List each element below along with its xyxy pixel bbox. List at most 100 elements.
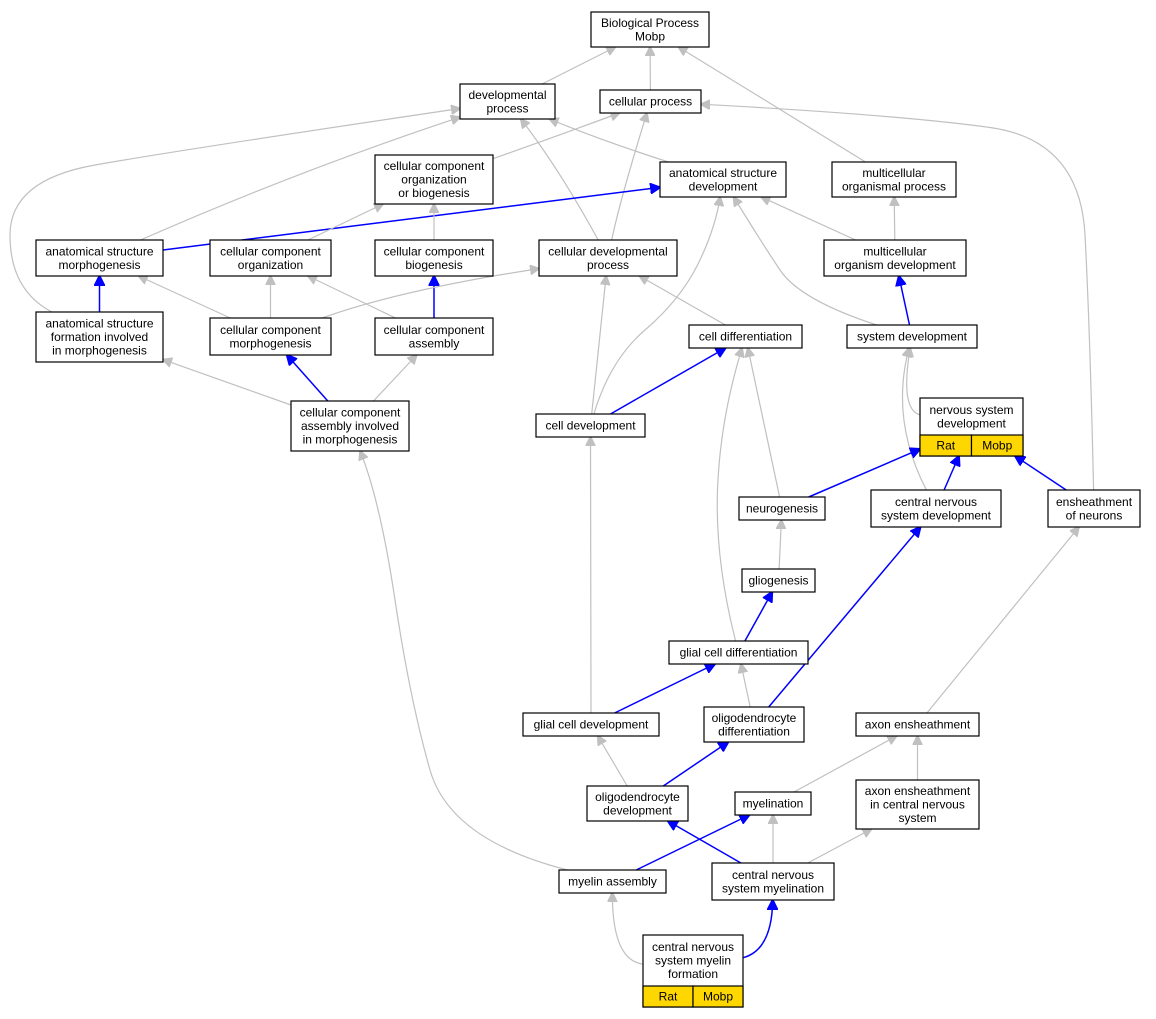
node-label: ensheathment	[1056, 495, 1133, 509]
node-box	[703, 706, 805, 743]
node-box	[741, 568, 816, 593]
term-node-gcdiff[interactable]: glial cell differentiation	[668, 640, 809, 665]
node-label: central nervous	[895, 495, 977, 509]
node-label: organization	[238, 258, 303, 272]
tag-label: Rat	[936, 439, 955, 453]
node-label: development	[937, 416, 1006, 430]
term-node-axen[interactable]: axon ensheathment	[855, 712, 980, 737]
tag-cell	[692, 985, 744, 1008]
node-label: central nervous	[652, 940, 734, 954]
term-node-cdiff[interactable]: cell differentiation	[688, 324, 803, 349]
term-node-gcdev[interactable]: glial cell development	[522, 712, 660, 737]
node-box	[870, 489, 1002, 528]
nodes-layer: Biological ProcessMobpdevelopmentalproce…	[35, 11, 1141, 1008]
node-label: cellular developmental	[548, 244, 667, 258]
node-label: formation involved	[51, 330, 148, 344]
node-label: system myelination	[722, 881, 824, 895]
node-label: in central nervous	[870, 798, 965, 812]
tag-label: Mobp	[703, 990, 733, 1004]
term-node-celldev[interactable]: cell development	[535, 413, 646, 438]
node-label: cellular component	[300, 406, 401, 420]
node-box	[688, 324, 803, 349]
edge-axen-to-ensh	[926, 527, 1079, 714]
node-box	[599, 89, 702, 114]
node-label: in morphogenesis	[52, 344, 147, 358]
node-label: cell development	[545, 419, 636, 433]
edge-cnsmy-to-oligodev	[668, 821, 742, 864]
node-box	[558, 869, 667, 894]
edge-sysd-to-mod	[899, 276, 911, 326]
node-label: Biological Process	[601, 16, 699, 30]
edge-gcdiff-to-gliog	[744, 592, 772, 642]
tag-cell	[970, 434, 1024, 457]
node-label: system development	[857, 330, 968, 344]
node-label: formation	[668, 967, 718, 981]
term-node-gliog[interactable]: gliogenesis	[741, 568, 816, 593]
edge-ccaim-to-asf	[163, 360, 292, 406]
tag-label: Rat	[659, 990, 678, 1004]
edge-neurog-to-cdiff	[748, 348, 781, 498]
node-label: myelination	[743, 797, 804, 811]
term-node-cellp[interactable]: cellular process	[599, 89, 702, 114]
edge-ensh-to-cellp	[701, 104, 1095, 491]
node-label: anatomical structure	[45, 317, 153, 331]
edge-cdiff-to-cdp	[640, 276, 726, 326]
node-box	[586, 785, 689, 822]
edge-celldev-to-asd	[593, 197, 720, 415]
node-box	[734, 791, 812, 816]
node-box	[522, 712, 660, 737]
edge-oligodev-to-oligod	[662, 742, 728, 787]
node-label: oligodendrocyte	[595, 790, 680, 804]
term-node-neurog[interactable]: neurogenesis	[738, 496, 826, 521]
edge-mod-to-mop	[894, 197, 895, 241]
node-box	[855, 779, 980, 830]
node-box	[459, 83, 556, 120]
node-label: morphogenesis	[58, 258, 140, 272]
term-node-myel[interactable]: myelination	[734, 791, 812, 816]
node-label: cellular component	[384, 323, 485, 337]
edge-sysd-to-asd	[734, 197, 877, 326]
term-node-sysd[interactable]: system development	[846, 324, 978, 349]
edge-ccaim-to-cca	[373, 355, 417, 402]
node-label: nervous system	[929, 403, 1013, 417]
edge-ccm-to-cdp	[321, 269, 539, 319]
node-label: cell differentiation	[699, 330, 792, 344]
edge-asf-to-devp	[9, 109, 460, 313]
node-label: system	[898, 811, 936, 825]
node-box	[711, 862, 835, 901]
node-box	[374, 154, 494, 205]
edge-gliog-to-neurog	[779, 520, 781, 570]
edge-celldev-to-cdiff	[610, 348, 726, 415]
term-node-myasm[interactable]: myelin assembly	[558, 869, 667, 894]
node-box	[668, 640, 809, 665]
edge-cdp-to-cellp	[611, 113, 647, 241]
node-box	[659, 161, 787, 198]
node-label: neurogenesis	[746, 502, 818, 516]
node-box	[538, 239, 678, 277]
node-label: development	[603, 803, 672, 817]
edge-cdp-to-devp	[521, 119, 599, 241]
